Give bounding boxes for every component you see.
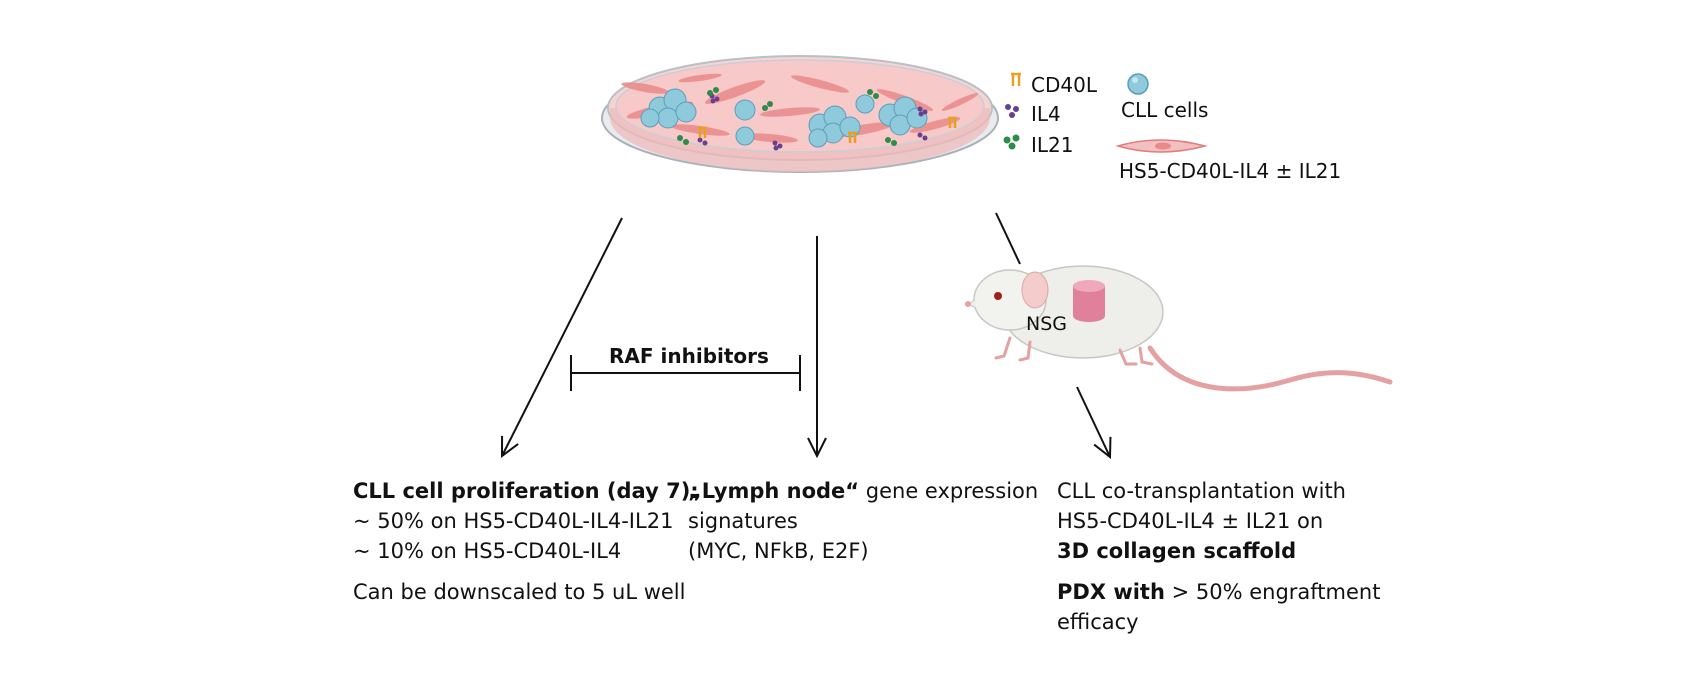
collagen-scaffold	[1073, 280, 1105, 322]
legend-cd40l-icon	[1011, 72, 1021, 86]
legend-stroma-label: HS5-CD40L-IL4 ± IL21	[1119, 159, 1342, 183]
proliferation-heading: CLL cell proliferation (day 7):	[353, 479, 699, 503]
gene-expression-line-1: „Lymph node“ gene expression	[688, 476, 1038, 506]
cd40l-receptors	[698, 116, 957, 143]
legend-cll-cells-label: CLL cells	[1121, 98, 1209, 122]
gene-expression-bold: „Lymph node“	[688, 479, 860, 503]
pdx-bold: PDX with	[1057, 580, 1165, 604]
pdx-rest: > 50% engraftment	[1164, 580, 1381, 604]
legend-cd40l-label: CD40L	[1031, 73, 1097, 97]
mouse-strain-label: NSG	[1026, 313, 1067, 335]
raf-inhibition-bar	[570, 355, 801, 391]
proliferation-line-3: Can be downscaled to 5 uL well	[353, 580, 686, 604]
transplantation-line-4: PDX with > 50% engraftment	[1057, 577, 1380, 607]
proliferation-line-2: ~ 10% on HS5-CD40L-IL4	[353, 539, 622, 563]
proliferation-line-1: ~ 50% on HS5-CD40L-IL4-IL21	[353, 509, 674, 533]
transplantation-line-3: 3D collagen scaffold	[1057, 539, 1297, 563]
legend-il4-label: IL4	[1031, 102, 1061, 126]
arrow-to-transplantation	[1076, 386, 1110, 457]
il21-dots	[677, 87, 897, 146]
cll-cell-clusters	[640, 88, 928, 148]
mouse-illustration	[965, 265, 1393, 392]
raf-inhibitors-label: RAF inhibitors	[609, 344, 769, 368]
legend-il21-label: IL21	[1031, 133, 1074, 157]
legend-stroma-cell-icon	[1115, 139, 1208, 153]
petri-dish	[601, 55, 999, 173]
transplantation-line-5: efficacy	[1057, 610, 1139, 634]
gene-expression-line-2: signatures	[688, 509, 798, 533]
transplantation-line-2: HS5-CD40L-IL4 ± IL21 on	[1057, 509, 1324, 533]
line-dish-to-mouse	[995, 212, 1021, 265]
transplantation-line-1: CLL co-transplantation with	[1057, 479, 1346, 503]
legend-cll-cell-icon	[1127, 73, 1149, 95]
legend-il21-icon	[1003, 134, 1020, 150]
gene-expression-line-3: (MYC, NFkB, E2F)	[688, 539, 869, 563]
gene-expression-rest: gene expression	[859, 479, 1039, 503]
arrow-to-proliferation	[502, 217, 623, 456]
legend-il4-icon	[1005, 104, 1019, 118]
